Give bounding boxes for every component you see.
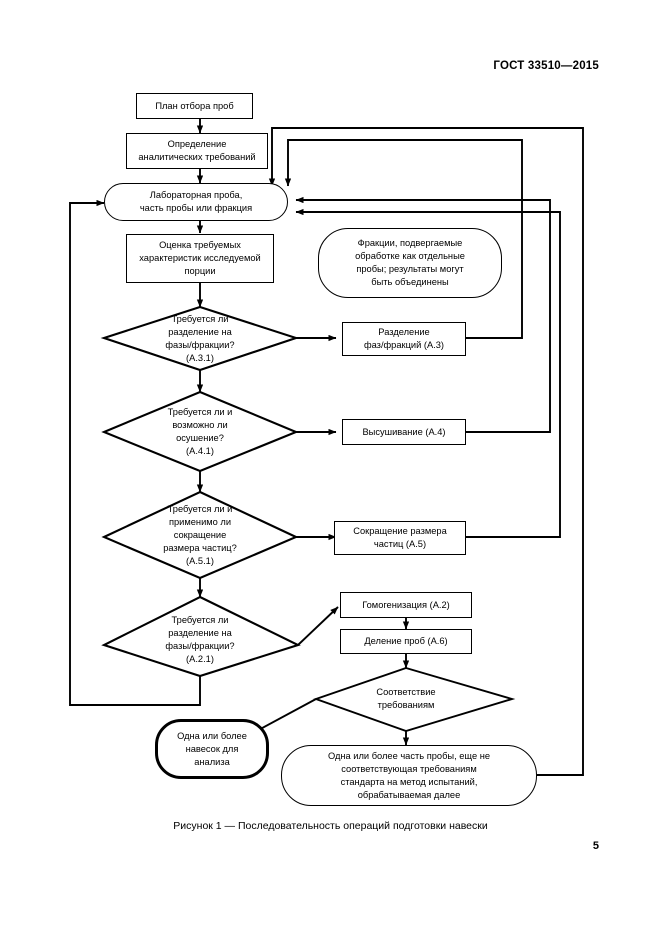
- node-test-portions[interactable]: Одна или более навесок для анализа: [155, 719, 269, 779]
- edge-remainder-feedback-to-labsample: [268, 127, 584, 776]
- node-drying[interactable]: Высушивание (А.4): [342, 419, 466, 445]
- standard-header: ГОСТ 33510—2015: [493, 60, 599, 72]
- page-number: 5: [592, 840, 599, 852]
- decision5-shape: [313, 667, 516, 732]
- node-particle-size-reduction[interactable]: Сокращение размера частиц (А.5): [334, 521, 466, 555]
- node-laboratory-sample[interactable]: Лабораторная проба, часть пробы или фрак…: [104, 183, 288, 221]
- node-analytical-requirements[interactable]: Определение аналитических требований: [126, 133, 268, 169]
- figure-caption: Рисунок 1 — Последовательность операций …: [173, 820, 488, 832]
- node-sample-division[interactable]: Деление проб (А.6): [340, 629, 472, 654]
- decision2-shape: [101, 390, 299, 473]
- decision1-shape: [100, 305, 300, 372]
- node-remaining-sample-part[interactable]: Одна или более часть пробы, еще не соотв…: [281, 745, 537, 806]
- edge-separation-feedback-to-labsample: [284, 139, 523, 339]
- edge-decision5-yes-to-testportions: [252, 698, 317, 734]
- node-homogenization[interactable]: Гомогенизация (А.2): [340, 592, 472, 618]
- node-sampling-plan[interactable]: План отбора проб: [136, 93, 253, 119]
- edge-drying-feedback-to-labsample: [295, 196, 551, 433]
- node-assessment-of-characteristics[interactable]: Оценка требуемых характеристик исследуем…: [126, 234, 274, 283]
- edge-decision4-yes-to-homogenization: [297, 606, 339, 646]
- node-phase-separation[interactable]: Разделение фаз/фракций (А.3): [342, 322, 466, 356]
- edge-sizereduction-feedback-to-labsample: [295, 208, 561, 538]
- decision3-shape: [101, 490, 299, 580]
- node-fractions-note[interactable]: Фракции, подвергаемые обработке как отде…: [318, 228, 502, 298]
- edge-decision4-no-feedback-to-labsample: [69, 199, 201, 706]
- decision4-shape: [101, 595, 301, 678]
